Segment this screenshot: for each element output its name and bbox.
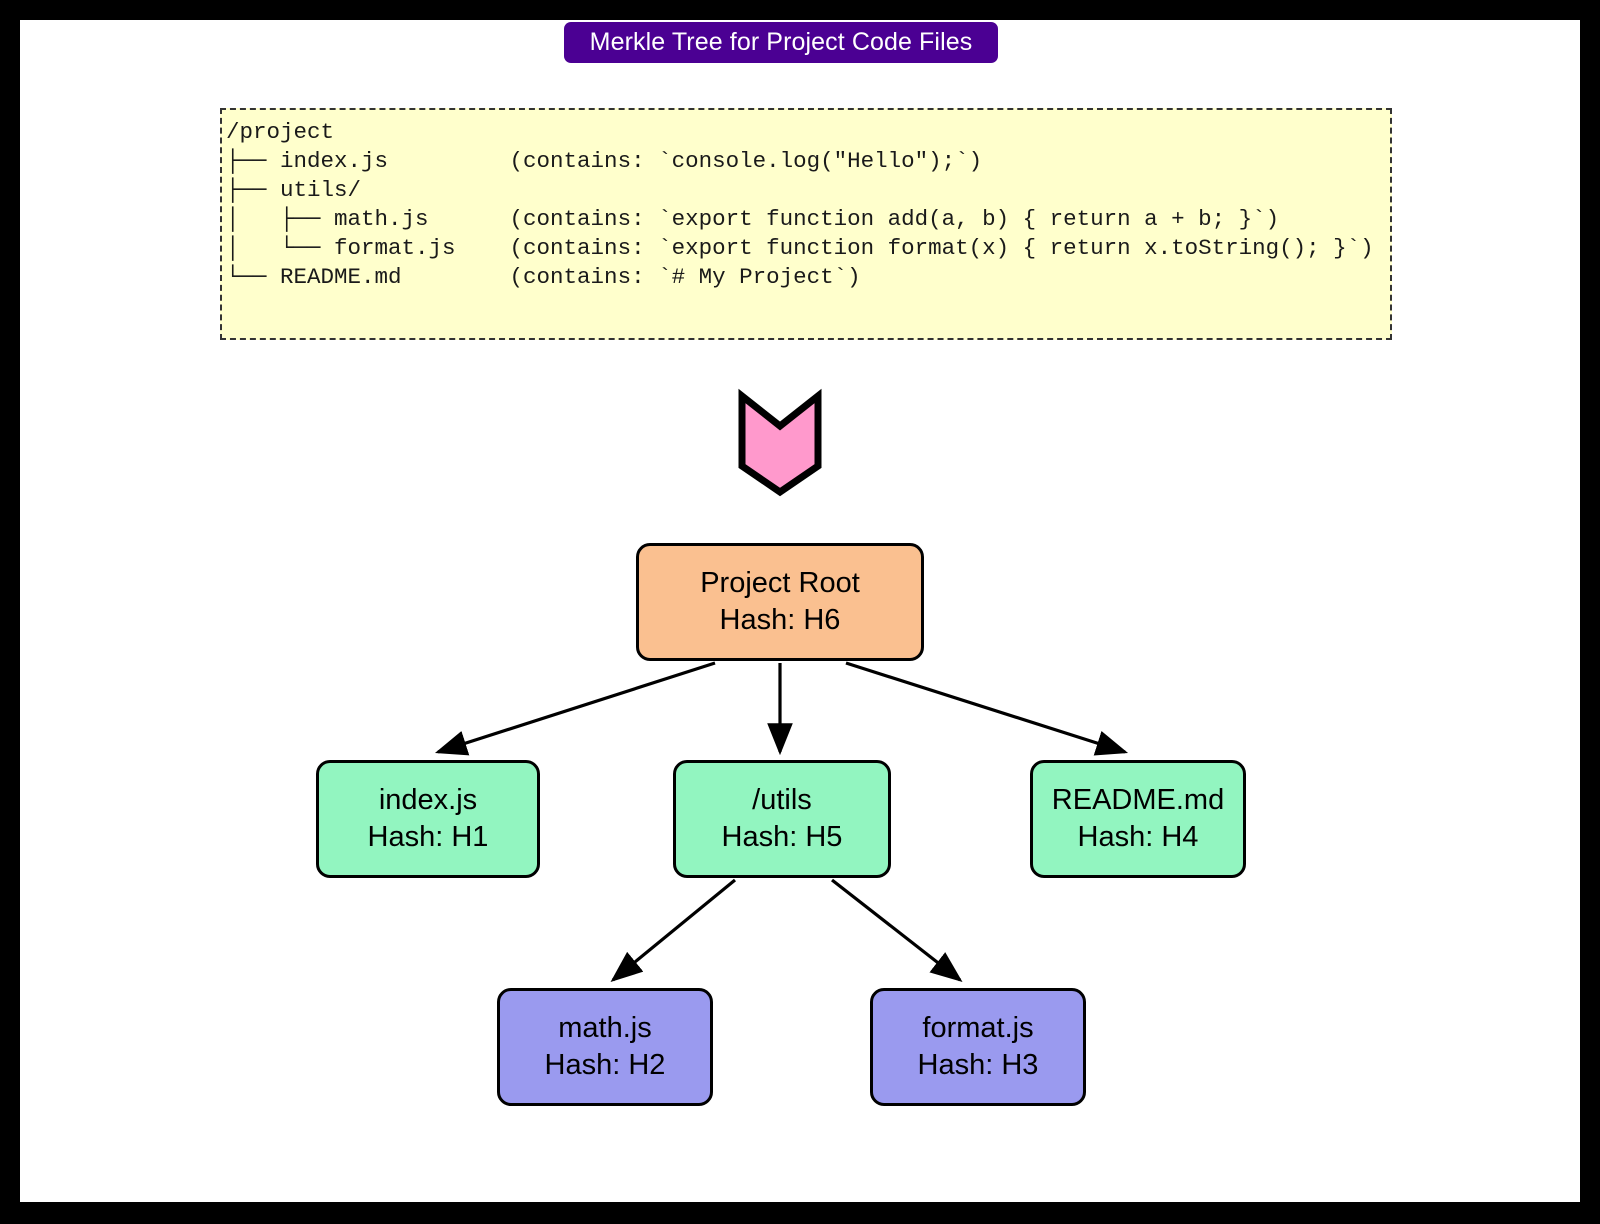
node-hash: Hash: H2	[544, 1049, 666, 1081]
edge-utils-format	[831, 878, 963, 982]
node-hash: Hash: H1	[367, 821, 489, 853]
node-hash: Hash: H6	[719, 604, 841, 636]
node-format-js[interactable]: format.js Hash: H3	[870, 988, 1086, 1106]
diagram-canvas: Merkle Tree for Project Code Files /proj…	[20, 20, 1580, 1202]
project-tree-listing: /project ├── index.js (contains: `consol…	[226, 119, 1374, 290]
node-label: Project Root	[700, 567, 860, 599]
node-label: math.js	[558, 1012, 652, 1044]
node-label: format.js	[922, 1012, 1034, 1044]
node-project-root[interactable]: Project Root Hash: H6	[636, 543, 924, 661]
tree-edges	[434, 661, 1129, 983]
node-math-js[interactable]: math.js Hash: H2	[497, 988, 713, 1106]
edge-root-index	[434, 661, 716, 756]
node-index-js[interactable]: index.js Hash: H1	[316, 760, 540, 878]
node-label: README.md	[1051, 784, 1225, 816]
page-title: Merkle Tree for Project Code Files	[589, 28, 973, 56]
node-label: /utils	[752, 784, 812, 816]
node-hash: Hash: H3	[917, 1049, 1039, 1081]
node-hash: Hash: H5	[721, 821, 843, 853]
node-hash: Hash: H4	[1077, 821, 1199, 853]
edge-utils-math	[610, 878, 737, 983]
edge-root-readme	[845, 661, 1129, 756]
node-label: index.js	[378, 784, 478, 816]
project-tree-code-block: /project ├── index.js (contains: `consol…	[220, 108, 1392, 340]
node-readme-md[interactable]: README.md Hash: H4	[1030, 760, 1246, 878]
diagram-title-bar: Merkle Tree for Project Code Files	[564, 22, 998, 63]
node-utils[interactable]: /utils Hash: H5	[673, 760, 891, 878]
down-arrow-icon	[738, 388, 822, 497]
